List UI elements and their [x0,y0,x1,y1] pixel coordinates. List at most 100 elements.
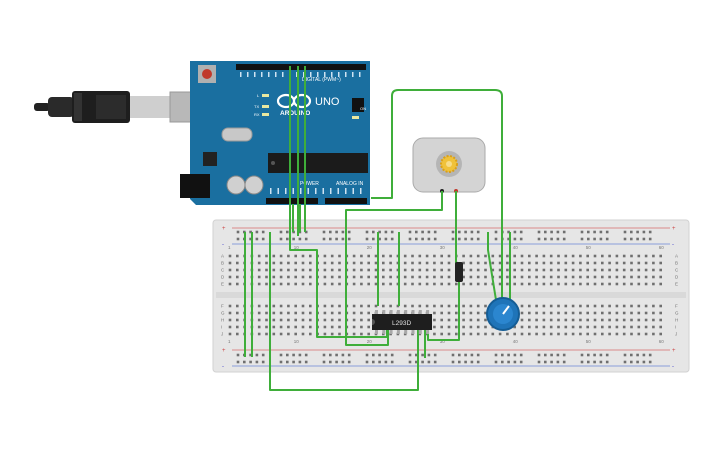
breadboard-hole[interactable] [469,282,473,286]
breadboard-hole[interactable] [470,230,474,234]
breadboard-hole[interactable] [301,332,305,336]
breadboard-hole[interactable] [601,268,604,272]
breadboard-hole[interactable] [513,275,516,279]
breadboard-hole[interactable] [562,353,566,357]
breadboard-hole[interactable] [374,304,378,308]
breadboard-hole[interactable] [630,360,633,364]
breadboard-hole[interactable] [615,254,619,258]
breadboard-hole[interactable] [630,230,633,234]
breadboard-hole[interactable] [615,275,619,279]
breadboard-hole[interactable] [637,304,641,308]
breadboard-hole[interactable] [421,230,424,234]
breadboard-hole[interactable] [659,254,662,258]
breadboard-hole[interactable] [347,230,351,234]
breadboard-hole[interactable] [433,318,436,322]
breadboard-hole[interactable] [352,261,356,265]
breadboard-hole[interactable] [535,282,538,286]
breadboard-hole[interactable] [564,332,568,336]
breadboard-hole[interactable] [615,268,619,272]
breadboard-hole[interactable] [347,237,351,241]
breadboard-hole[interactable] [440,304,443,308]
breadboard-hole[interactable] [528,332,531,336]
breadboard-hole[interactable] [615,318,619,322]
breadboard-hole[interactable] [462,332,465,336]
breadboard-hole[interactable] [636,353,639,357]
breadboard-hole[interactable] [498,282,502,286]
breadboard-hole[interactable] [484,268,487,272]
breadboard-hole[interactable] [491,268,495,272]
breadboard-hole[interactable] [550,237,553,241]
breadboard-hole[interactable] [542,332,546,336]
breadboard-hole[interactable] [440,268,443,272]
breadboard-hole[interactable] [637,311,641,315]
breadboard-hole[interactable] [228,325,232,329]
breadboard-hole[interactable] [571,282,575,286]
breadboard-hole[interactable] [652,332,655,336]
breadboard-hole[interactable] [593,261,597,265]
breadboard-hole[interactable] [360,268,363,272]
breadboard-hole[interactable] [637,282,641,286]
breadboard-hole[interactable] [330,275,334,279]
breadboard-hole[interactable] [498,268,502,272]
breadboard-hole[interactable] [557,311,560,315]
breadboard-hole[interactable] [644,275,648,279]
breadboard-hole[interactable] [447,304,451,308]
breadboard-hole[interactable] [236,353,240,357]
breadboard-hole[interactable] [599,360,603,364]
breadboard-hole[interactable] [464,353,467,357]
breadboard-hole[interactable] [433,237,437,241]
breadboard-hole[interactable] [236,318,239,322]
breadboard-hole[interactable] [329,237,332,241]
breadboard-hole[interactable] [659,325,662,329]
breadboard-hole[interactable] [476,261,480,265]
breadboard-hole[interactable] [389,268,392,272]
breadboard-hole[interactable] [648,237,652,241]
breadboard-hole[interactable] [556,360,560,364]
breadboard-hole[interactable] [636,230,639,234]
breadboard-hole[interactable] [330,318,334,322]
breadboard-hole[interactable] [301,282,305,286]
breadboard-hole[interactable] [236,360,240,364]
breadboard-hole[interactable] [323,325,327,329]
breadboard-hole[interactable] [279,304,283,308]
breadboard-hole[interactable] [644,318,648,322]
breadboard-hole[interactable] [455,332,458,336]
breadboard-hole[interactable] [622,311,626,315]
breadboard-hole[interactable] [352,332,356,336]
breadboard-hole[interactable] [564,325,568,329]
breadboard-hole[interactable] [542,275,546,279]
breadboard-hole[interactable] [501,360,504,364]
breadboard-hole[interactable] [637,318,641,322]
breadboard-hole[interactable] [476,325,480,329]
breadboard-hole[interactable] [403,304,407,308]
breadboard-hole[interactable] [528,268,531,272]
breadboard-hole[interactable] [294,261,297,265]
breadboard-hole[interactable] [272,311,276,315]
breadboard-hole[interactable] [549,304,553,308]
breadboard-hole[interactable] [257,268,261,272]
breadboard-hole[interactable] [330,282,334,286]
breadboard-hole[interactable] [323,268,327,272]
breadboard-hole[interactable] [622,332,626,336]
breadboard-hole[interactable] [608,332,611,336]
breadboard-hole[interactable] [544,353,547,357]
breadboard-hole[interactable] [542,304,546,308]
breadboard-hole[interactable] [601,325,604,329]
breadboard-hole[interactable] [507,353,510,357]
breadboard-hole[interactable] [571,311,575,315]
breadboard-hole[interactable] [447,332,451,336]
breadboard-hole[interactable] [378,237,381,241]
breadboard-hole[interactable] [255,237,259,241]
breadboard-hole[interactable] [298,353,302,357]
breadboard-hole[interactable] [608,268,611,272]
breadboard-hole[interactable] [644,304,648,308]
breadboard-hole[interactable] [294,268,297,272]
breadboard-hole[interactable] [411,275,414,279]
breadboard-hole[interactable] [236,311,239,315]
breadboard-hole[interactable] [494,230,498,234]
breadboard-hole[interactable] [265,318,268,322]
breadboard-hole[interactable] [447,311,451,315]
breadboard-hole[interactable] [304,230,308,234]
breadboard-hole[interactable] [411,304,414,308]
